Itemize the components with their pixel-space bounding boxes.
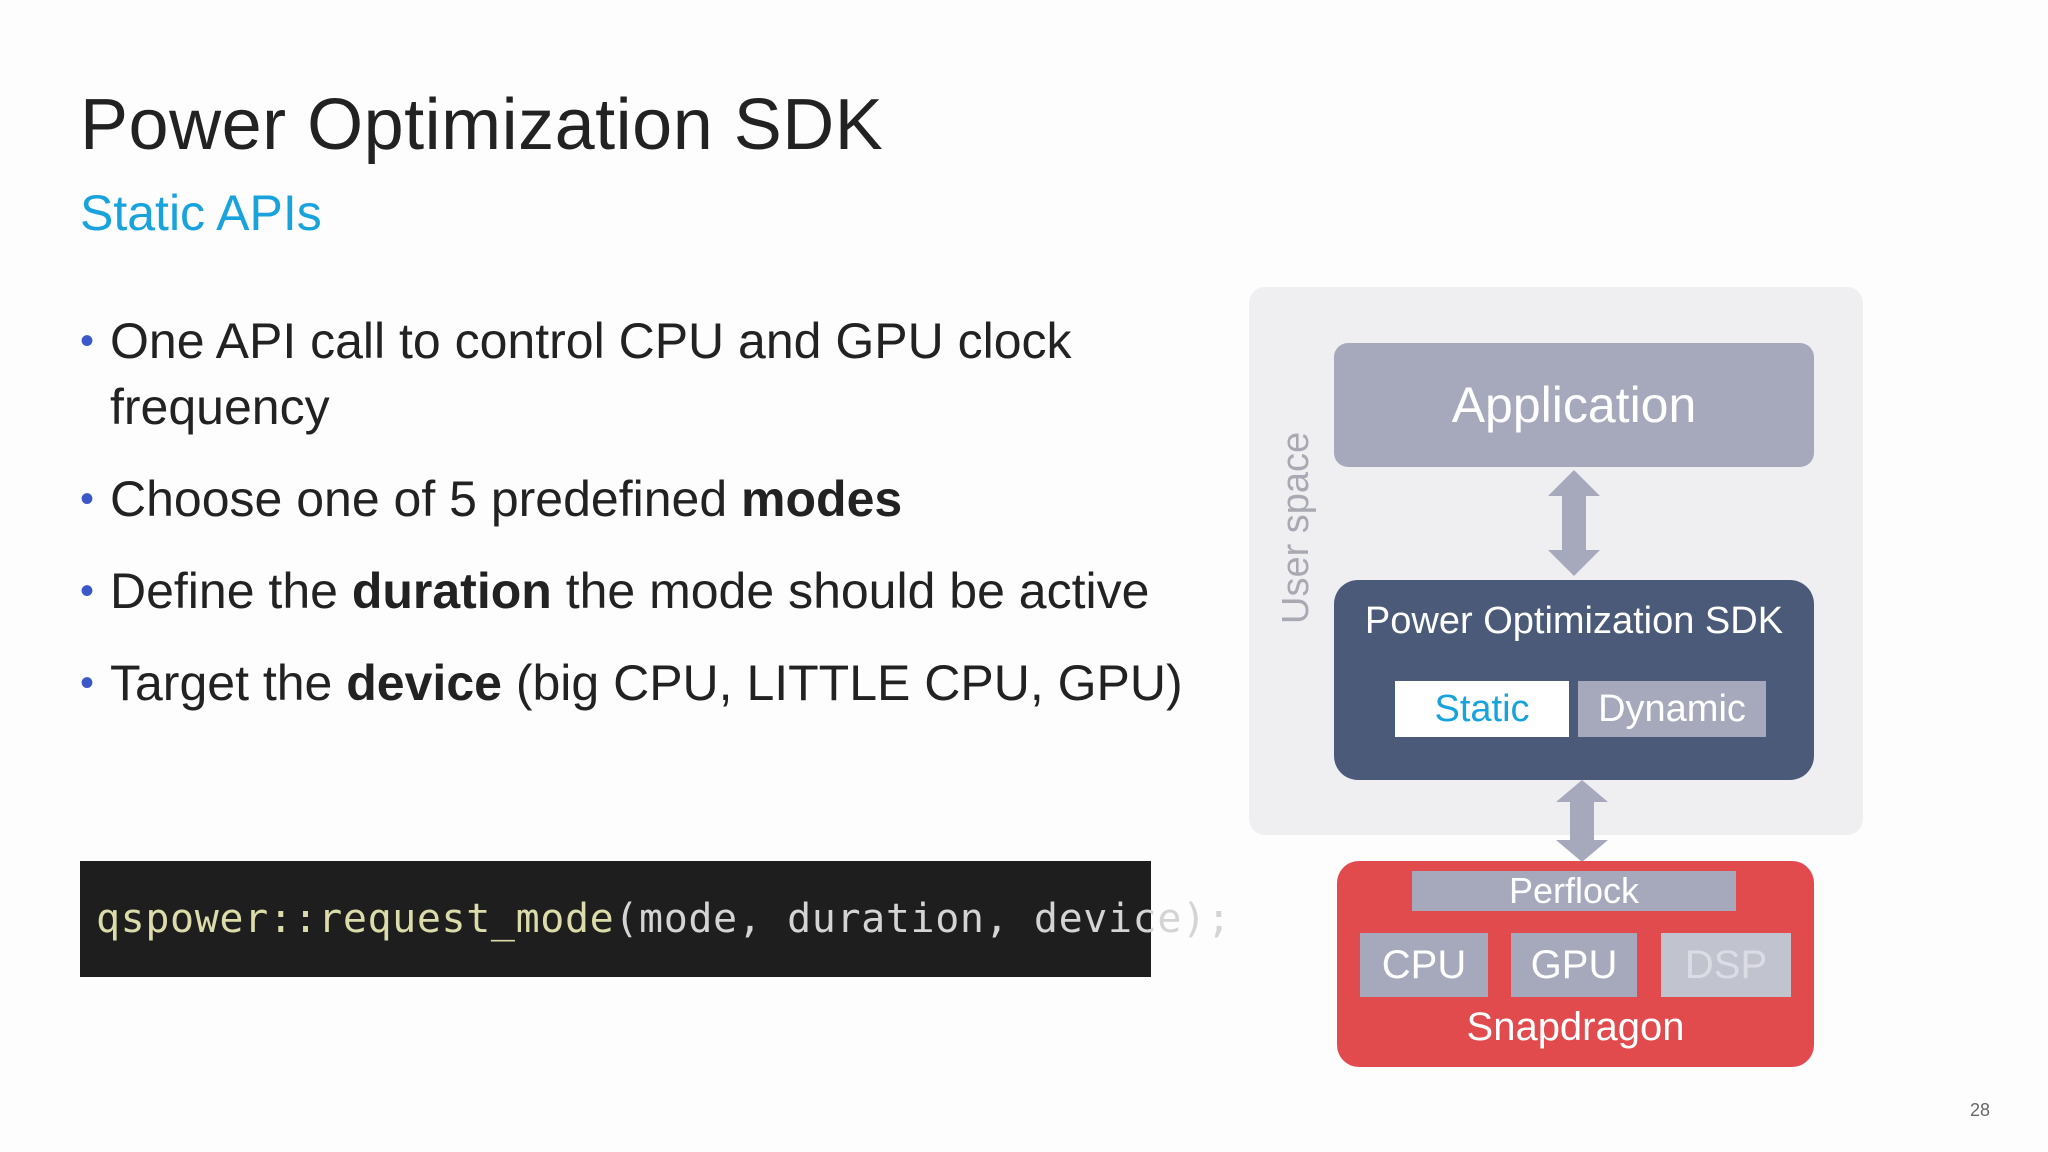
double-headed-arrow-icon bbox=[1556, 780, 1608, 862]
gpu-chip: GPU bbox=[1511, 933, 1637, 997]
double-headed-arrow-icon bbox=[1548, 470, 1600, 576]
bullet-item: • One API call to control CPU and GPU cl… bbox=[80, 308, 1230, 440]
gpu-label: GPU bbox=[1530, 942, 1618, 987]
application-label: Application bbox=[1451, 377, 1697, 433]
bullet-text: Target the bbox=[110, 655, 347, 711]
bullet-item: • Choose one of 5 predefined modes bbox=[80, 466, 1230, 532]
bullet-emphasis: duration bbox=[351, 563, 552, 619]
cpu-label: CPU bbox=[1381, 942, 1467, 987]
bullet-text: One API call to control CPU and GPU cloc… bbox=[110, 313, 1072, 435]
code-function-name: qspower::request_mode bbox=[96, 896, 615, 942]
code-arguments: mode, duration, device bbox=[639, 896, 1183, 942]
sdk-title: Power Optimization SDK bbox=[1364, 600, 1784, 642]
bullet-item: • Define the duration the mode should be… bbox=[80, 558, 1230, 624]
bullet-dot-icon: • bbox=[80, 477, 95, 521]
bullet-dot-icon: • bbox=[80, 319, 95, 363]
perflock-box: Perflock bbox=[1412, 870, 1736, 911]
bullet-dot-icon: • bbox=[80, 661, 95, 705]
bullet-emphasis: modes bbox=[741, 471, 903, 527]
page-number: 28 bbox=[1969, 1100, 1990, 1120]
bullet-text: Choose one of 5 predefined bbox=[110, 471, 742, 527]
static-label: Static bbox=[1434, 687, 1530, 730]
code-close: ); bbox=[1182, 896, 1232, 942]
bullet-item: • Target the device (big CPU, LITTLE CPU… bbox=[80, 650, 1230, 716]
bullet-list: • One API call to control CPU and GPU cl… bbox=[80, 308, 1230, 742]
bullet-text: Define the bbox=[110, 563, 352, 619]
perflock-label: Perflock bbox=[1508, 870, 1640, 911]
dynamic-tag: Dynamic bbox=[1578, 681, 1766, 737]
user-space-label: User space bbox=[1275, 431, 1317, 624]
code-open-paren: ( bbox=[614, 896, 640, 942]
snapdragon-box: Perflock CPU GPU DSP Snapdragon bbox=[1337, 861, 1814, 1067]
static-tag: Static bbox=[1395, 681, 1569, 737]
dsp-label: DSP bbox=[1684, 942, 1768, 987]
application-box: Application bbox=[1334, 343, 1814, 467]
bullet-text: (big CPU, LITTLE CPU, GPU) bbox=[501, 655, 1183, 711]
dsp-chip: DSP bbox=[1661, 933, 1791, 997]
bullet-emphasis: device bbox=[346, 655, 502, 711]
bullet-dot-icon: • bbox=[80, 569, 95, 613]
code-snippet: qspower::request_mode(mode, duration, de… bbox=[80, 861, 1231, 977]
bullet-text: the mode should be active bbox=[551, 563, 1150, 619]
dynamic-label: Dynamic bbox=[1598, 687, 1746, 730]
power-optimization-sdk-box: Power Optimization SDK Static Dynamic bbox=[1334, 580, 1814, 780]
cpu-chip: CPU bbox=[1360, 933, 1488, 997]
snapdragon-label: Snapdragon bbox=[1466, 1005, 1685, 1049]
slide-subtitle: Static APIs bbox=[80, 185, 322, 241]
slide-title: Power Optimization SDK bbox=[80, 85, 884, 165]
